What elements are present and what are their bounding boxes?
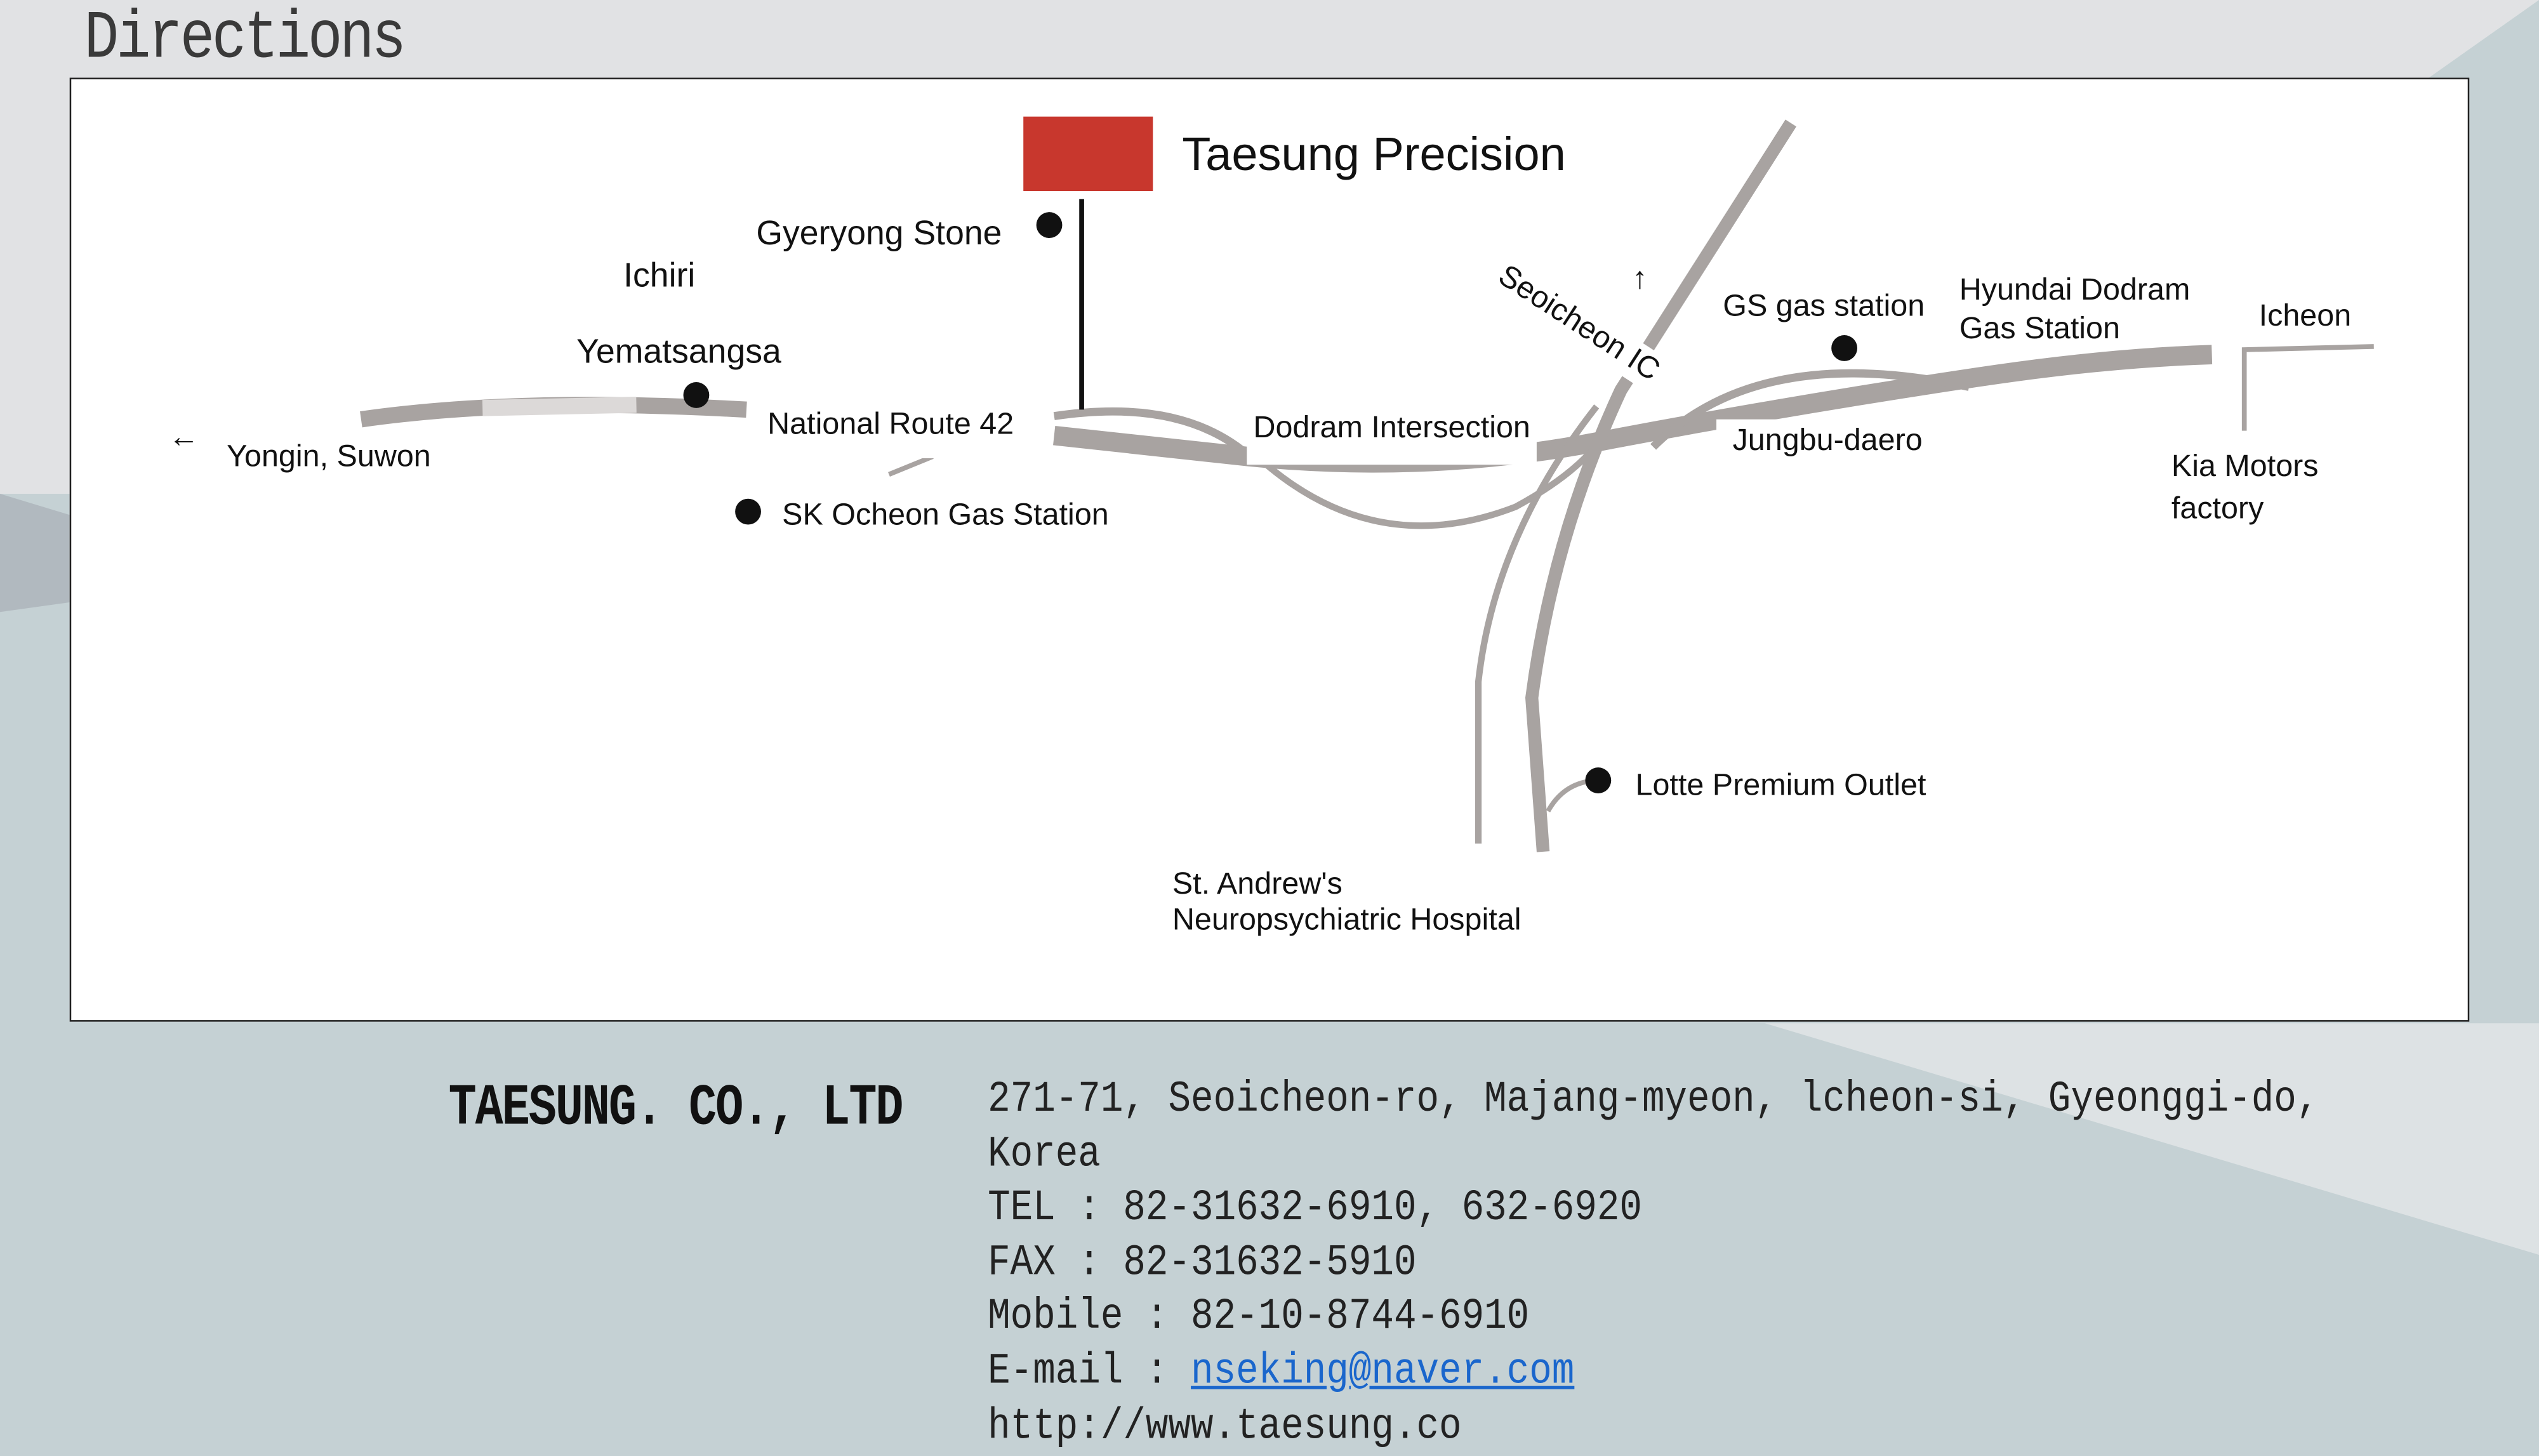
label-hospital-1: St. Andrew's <box>1165 853 1391 906</box>
address: 271-71, Seoicheon-ro, Majang-myeon, lche… <box>988 1076 2319 1180</box>
gs-loop <box>1650 369 1970 450</box>
lower-loop <box>1263 437 1605 529</box>
west-road-light <box>482 396 637 416</box>
poi-dot-lotte <box>1585 767 1612 793</box>
ramp-42 <box>1053 407 1255 461</box>
label-hyundai-1: Hyundai Dodram <box>1959 274 2191 308</box>
label-sk: SK Ocheon Gas Station <box>782 498 1109 533</box>
directions-map: Taesung Precision Gyeryong Stone Ichiri … <box>69 77 2470 1022</box>
label-yematsangsa: Yematsangsa <box>576 333 781 371</box>
label-hospital-2: Neuropsychiatric Hospital <box>1172 903 1521 938</box>
website: http://www.taesung.co <box>988 1403 1462 1452</box>
label-jungbu: Jungbu-daero <box>1716 419 1939 475</box>
label-hyundai-2: Gas Station <box>1959 312 2120 347</box>
label-route42: National Route 42 <box>760 406 1021 458</box>
label-yongin: Yongin, Suwon <box>220 439 437 478</box>
page-title: Directions <box>84 0 406 78</box>
destination-label: Taesung Precision <box>1182 129 1566 182</box>
label-ichiri: Ichiri <box>623 257 696 295</box>
label-gyeryong: Gyeryong Stone <box>756 215 1002 253</box>
poi-dot-yematsangsa <box>683 382 710 408</box>
telephone: TEL : 82-31632-6910, 632-6920 <box>988 1185 1642 1234</box>
poi-dot-sk <box>735 498 761 525</box>
label-gs: GS gas station <box>1723 289 1925 324</box>
road-network <box>360 116 2374 852</box>
jungbu-ramp <box>1475 404 1600 844</box>
fax: FAX : 82-31632-5910 <box>988 1240 1417 1289</box>
sk-road <box>888 454 934 477</box>
label-kia-1: Kia Motors <box>2164 435 2325 487</box>
email-link[interactable]: nseking@naver.com <box>1191 1348 1575 1398</box>
company-name: TAESUNG. CO., LTD <box>448 1075 904 1142</box>
label-kia-2: factory <box>2171 492 2264 527</box>
label-lotte: Lotte Premium Outlet <box>1635 769 1926 804</box>
label-dodram: Dodram Intersection <box>1247 409 1537 465</box>
mobile: Mobile : 82-10-8744-6910 <box>988 1294 1530 1343</box>
label-icheon: Icheon <box>2258 299 2352 334</box>
poi-dot-gs <box>1831 335 1857 361</box>
email-row: E-mail : nseking@naver.com <box>988 1347 2322 1401</box>
destination-marker <box>1023 116 1153 192</box>
contact-info: 271-71, Seoicheon-ro, Majang-myeon, lche… <box>988 1075 2322 1456</box>
arrow-left-icon: ← <box>168 421 199 455</box>
arrow-up-icon: ↑ <box>1632 262 1648 296</box>
icheon-road <box>2241 344 2374 431</box>
poi-dot-gyeryong <box>1036 212 1063 238</box>
jungbu-highway <box>1525 119 1797 852</box>
email-label: E-mail : <box>988 1348 1191 1398</box>
